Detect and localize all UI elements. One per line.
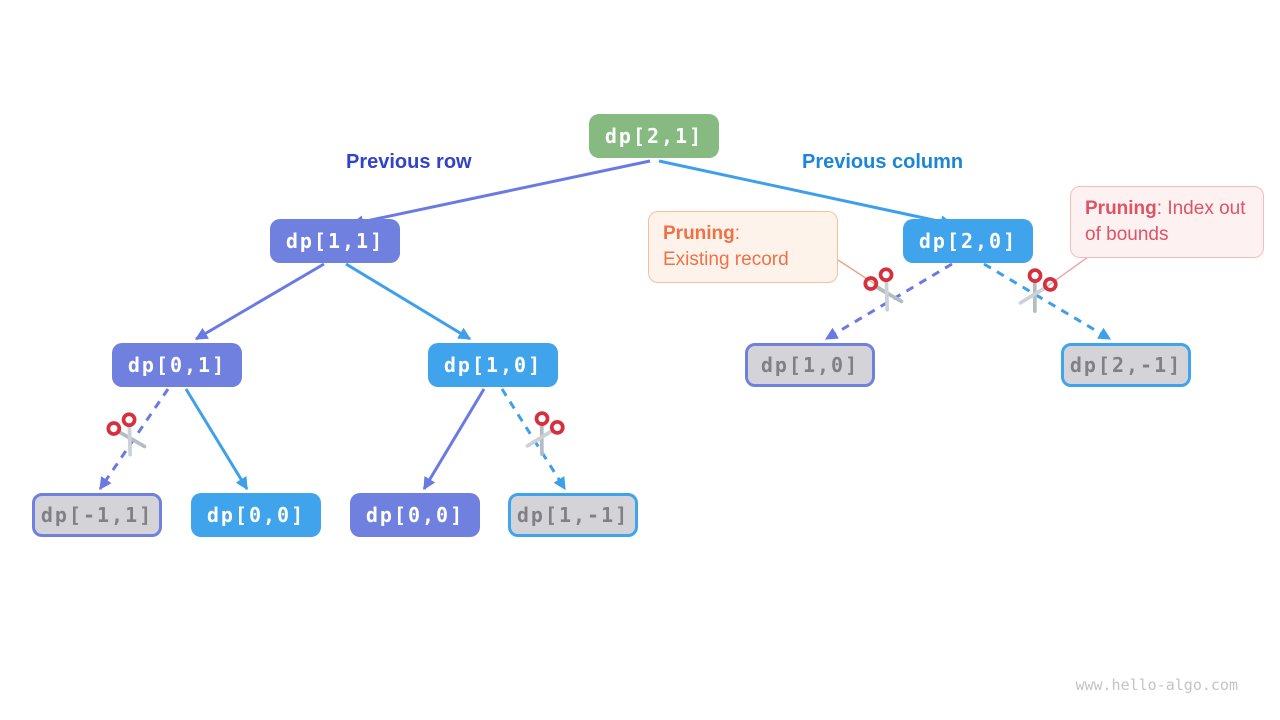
node-dp-0-0-right: dp[0,0] <box>350 493 480 537</box>
node-dp-1-neg1-pruned: dp[1,-1] <box>508 493 638 537</box>
pruning-existing-record-callout: Pruning: Existing record <box>648 211 838 283</box>
scissors-icon <box>856 260 916 320</box>
node-dp-0-1: dp[0,1] <box>112 343 242 387</box>
node-dp-0-0-left: dp[0,0] <box>191 493 321 537</box>
node-dp-2-0: dp[2,0] <box>903 219 1033 263</box>
node-dp-1-0-pruned: dp[1,0] <box>745 343 875 387</box>
edge-dp11-to-dp10 <box>345 262 472 341</box>
node-dp-1-0: dp[1,0] <box>428 343 558 387</box>
pruning-out-of-bounds-text: : Index out of bounds <box>1085 198 1246 245</box>
scissors-icon <box>514 405 574 465</box>
edge-dp20-to-dp2neg1-pruned <box>983 262 1112 341</box>
edge-root-to-dp20 <box>658 159 954 228</box>
scissors-icon <box>1007 262 1067 322</box>
node-dp-2-1: dp[2,1] <box>589 114 719 158</box>
node-dp-2-neg1-pruned: dp[2,-1] <box>1061 343 1191 387</box>
pruning-title: Pruning <box>663 223 735 244</box>
pruning-colon: : <box>734 223 741 244</box>
edge-dp10-to-dp1neg1-pruned <box>500 388 567 491</box>
previous-row-label: Previous row <box>346 151 472 173</box>
edge-dp11-to-dp01 <box>194 262 325 341</box>
pruning-title: Pruning <box>1085 198 1157 219</box>
edge-root-to-dp11 <box>350 159 651 228</box>
node-dp-neg1-1-pruned: dp[-1,1] <box>32 493 162 537</box>
watermark: www.hello-algo.com <box>1075 676 1238 694</box>
edge-dp20-to-dp10-pruned <box>824 262 953 341</box>
scissors-icon <box>99 405 159 465</box>
node-dp-1-1: dp[1,1] <box>270 219 400 263</box>
edge-dp01-to-dp00 <box>184 388 249 491</box>
edge-dp10-to-dp00 <box>422 388 486 491</box>
previous-column-label: Previous column <box>802 151 964 173</box>
pruning-existing-record-text: Existing record <box>663 249 789 270</box>
callout-connector-out-of-bounds <box>1041 256 1089 291</box>
pruning-out-of-bounds-callout: Pruning: Index out of bounds <box>1070 186 1264 258</box>
